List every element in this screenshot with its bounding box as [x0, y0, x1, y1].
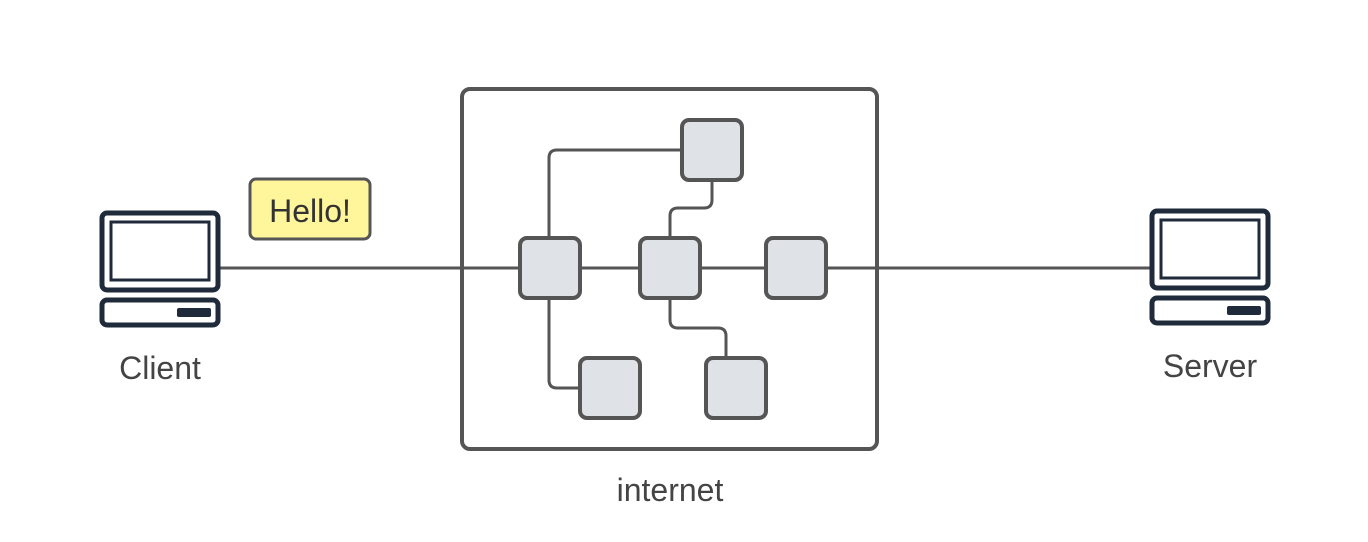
client-label: Client [119, 350, 201, 386]
network-node-bottom-right [704, 356, 768, 420]
connection-lines [220, 148, 1152, 390]
route-top-node-to-node-b [668, 180, 714, 238]
network-node-top [680, 118, 744, 182]
server-drive-slot [1227, 306, 1261, 315]
client-monitor [99, 210, 221, 293]
network-node-c [764, 236, 828, 300]
message-text: Hello! [269, 193, 351, 229]
server-base [1149, 295, 1271, 326]
client-screen [109, 220, 211, 282]
route-node-b-to-bottom-right-node [668, 298, 728, 358]
network-node-a [518, 236, 582, 300]
server-monitor [1149, 208, 1271, 291]
server-screen [1159, 218, 1261, 280]
client-base [99, 297, 221, 328]
network-node-b [638, 236, 702, 300]
route-node-a-to-top-node [547, 148, 682, 238]
message-bubble-box [248, 177, 372, 241]
server-label: Server [1163, 348, 1258, 384]
internet-boundary [460, 87, 879, 451]
internet-label: internet [617, 472, 724, 508]
network-nodes [518, 118, 828, 420]
server-computer-icon [1149, 208, 1271, 326]
route-node-a-to-bottom-left-node [547, 298, 580, 390]
client-computer-icon [99, 210, 221, 328]
client-drive-slot [177, 308, 211, 317]
network-node-bottom-left [578, 356, 642, 420]
message-bubble: Hello! [248, 177, 372, 241]
